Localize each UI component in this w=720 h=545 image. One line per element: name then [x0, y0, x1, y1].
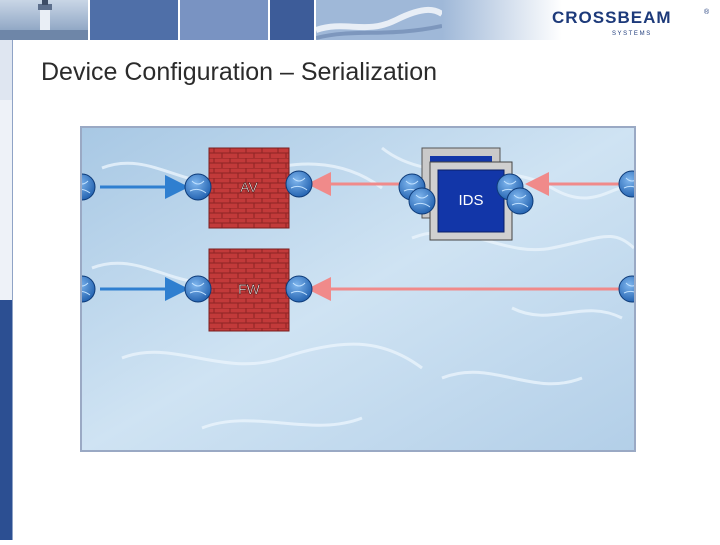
globe-icon [82, 173, 96, 201]
globe-icon [184, 275, 212, 303]
av-device[interactable]: AV [208, 147, 290, 229]
globe-icon [408, 187, 436, 215]
diagram-panel: AV FW IDS [80, 126, 636, 452]
header-banner: CROSSBEAM ® S Y S T E M S [0, 0, 720, 40]
logo-registered-mark: ® [704, 8, 710, 16]
globe-icon [506, 187, 534, 215]
globe-icon [184, 173, 212, 201]
globe-icon [82, 275, 96, 303]
network-node-icons [82, 170, 634, 303]
logo-wordmark: CROSSBEAM [552, 8, 672, 27]
header-lighthouse-image [0, 0, 88, 40]
header-fade [442, 0, 562, 40]
globe-icon [618, 170, 634, 198]
header-road-image [316, 0, 442, 40]
av-brick-icon [208, 147, 290, 229]
globe-icon [285, 275, 313, 303]
globe-icon [618, 275, 634, 303]
fw-device[interactable]: FW [208, 248, 290, 332]
header-tile [90, 0, 178, 40]
slide-title: Device Configuration – Serialization [41, 58, 438, 86]
crossbeam-logo: CROSSBEAM ® S Y S T E M S [552, 8, 710, 37]
header-tile [270, 0, 314, 40]
ids-label: IDS [458, 192, 483, 209]
logo-subtext: S Y S T E M S [612, 31, 650, 37]
fw-label: FW [238, 281, 261, 297]
ids-screen [437, 169, 505, 233]
ids-device[interactable]: IDS [421, 147, 513, 241]
network-diagram: AV FW IDS [82, 128, 634, 450]
left-decorative-bar [0, 40, 13, 540]
header-tile [180, 0, 268, 40]
globe-icon [285, 170, 313, 198]
sidebar-stripes [0, 40, 13, 540]
av-label: AV [240, 179, 258, 195]
